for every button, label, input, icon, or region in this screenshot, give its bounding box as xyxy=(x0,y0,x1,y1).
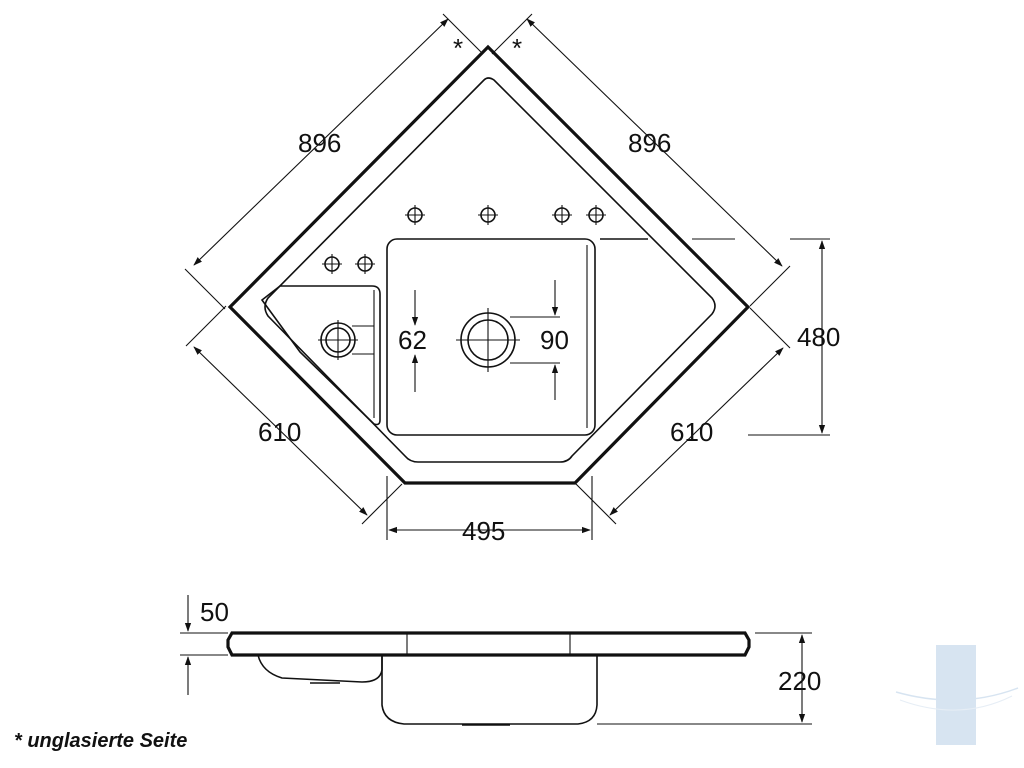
sink-inner-rim xyxy=(264,77,716,463)
dim-896-left: 896 xyxy=(298,128,341,158)
tap-hole-icon xyxy=(355,254,375,274)
main-bowl-outline xyxy=(386,238,596,436)
dim-rim-thickness xyxy=(180,595,228,695)
dim-front-width xyxy=(386,476,593,540)
side-view: 50 220 xyxy=(180,595,821,726)
footnote-unglazed-side: * unglasierte Seite xyxy=(14,730,187,752)
side-rim xyxy=(226,631,751,657)
unglazed-marker-left: * xyxy=(453,33,463,63)
dim-lower-left-edge xyxy=(185,305,403,525)
watermark-logo xyxy=(895,645,1019,745)
dim-top-left-edge xyxy=(184,13,484,310)
dim-62: 62 xyxy=(398,325,427,355)
main-drain-icon xyxy=(456,308,560,372)
dim-total-height xyxy=(597,632,812,725)
tap-hole-icon xyxy=(322,254,342,274)
unglazed-marker-right: * xyxy=(512,33,522,63)
side-small-bowl xyxy=(257,654,383,683)
dim-896-right: 896 xyxy=(628,128,671,158)
dim-610-right: 610 xyxy=(670,417,713,447)
dim-495: 495 xyxy=(462,516,505,546)
dim-220: 220 xyxy=(778,666,821,696)
dim-90: 90 xyxy=(540,325,569,355)
dim-lower-right-edge xyxy=(575,307,791,525)
dim-480: 480 xyxy=(797,322,840,352)
dim-50: 50 xyxy=(200,597,229,627)
side-main-bowl xyxy=(381,655,598,725)
dim-top-right-edge xyxy=(491,13,791,307)
dim-depth xyxy=(748,238,830,436)
small-drain-icon xyxy=(318,320,374,360)
tap-hole-icon xyxy=(405,205,425,225)
dim-610-left: 610 xyxy=(258,417,301,447)
top-view: * * 896 896 610 610 xyxy=(184,13,840,546)
small-bowl-outline xyxy=(260,285,381,426)
tap-hole-icon xyxy=(552,205,572,225)
tap-hole-icon xyxy=(478,205,498,225)
tap-hole-icon xyxy=(586,205,606,225)
